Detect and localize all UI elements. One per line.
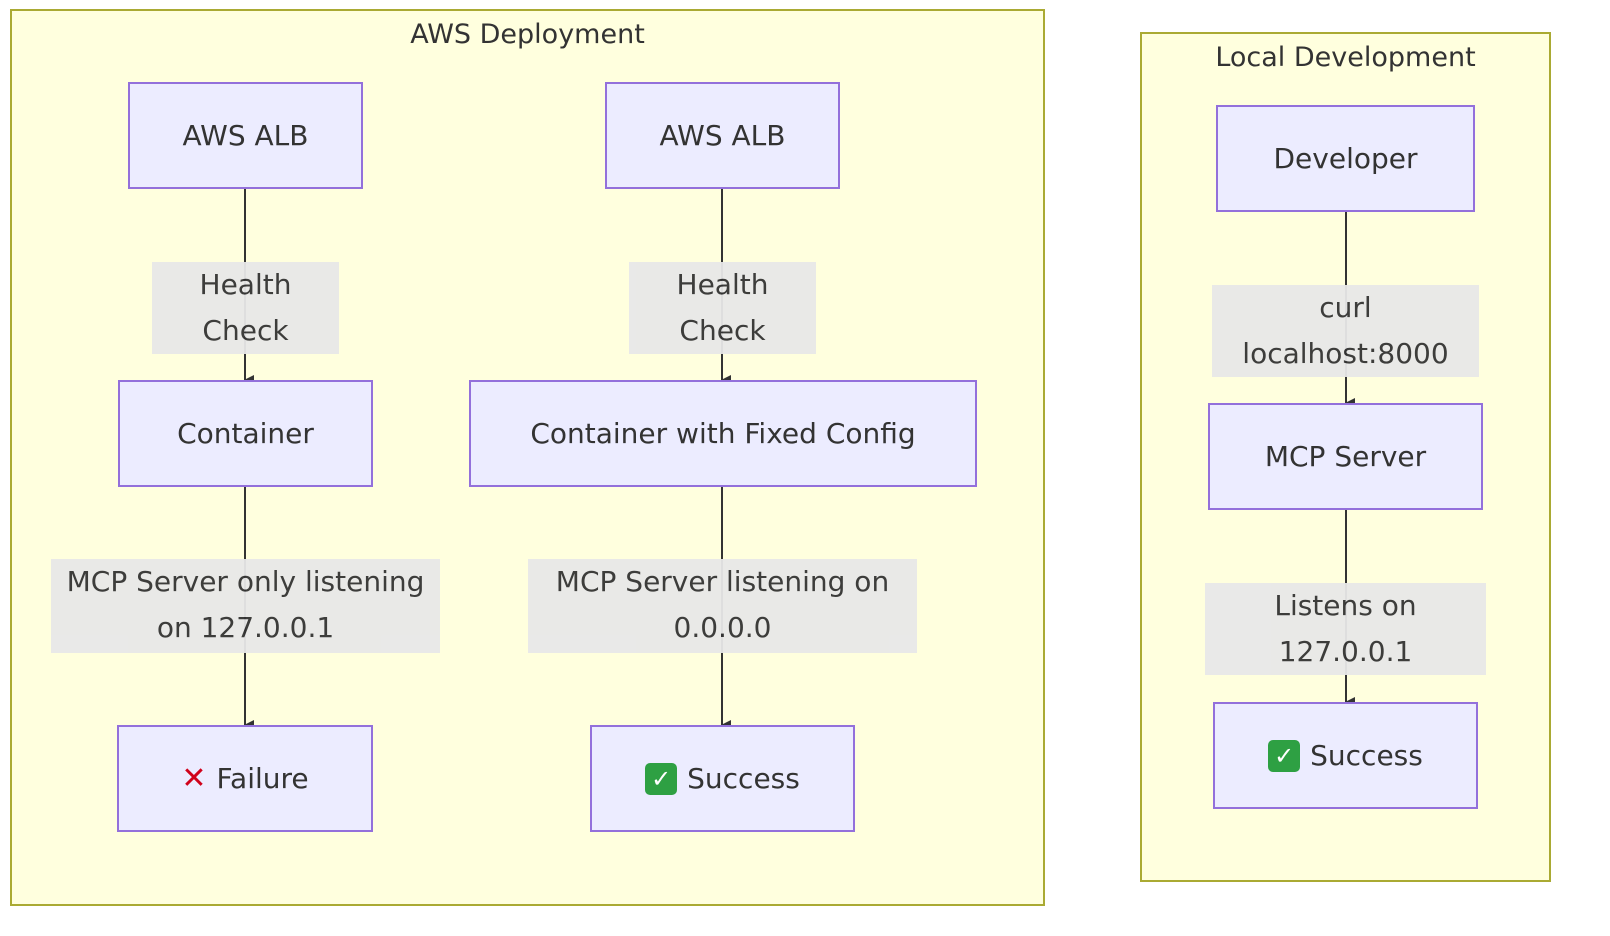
- node-label: Failure: [216, 762, 309, 795]
- edge-label-only-localhost-line2: on 127.0.0.1: [156, 611, 335, 644]
- node-aws-alb-right: AWS ALB: [605, 82, 840, 189]
- cross-mark-icon: ✕: [181, 760, 207, 796]
- edge-label-health-check-right: Health Check: [629, 262, 816, 354]
- edge-label-all-interfaces-line1: MCP Server listening on: [555, 565, 890, 598]
- node-failure: ✕ Failure: [117, 725, 373, 832]
- node-label: Container: [177, 417, 314, 450]
- edge-label-only-localhost-line1: MCP Server only listening: [66, 565, 425, 598]
- node-label: AWS ALB: [659, 119, 786, 152]
- node-label: Container with Fixed Config: [530, 417, 916, 450]
- subgraph-title-local: Local Development: [1215, 42, 1476, 73]
- edge-label-only-localhost: MCP Server only listening on 127.0.0.1: [51, 559, 440, 653]
- node-label: MCP Server: [1264, 440, 1427, 473]
- node-aws-alb-left: AWS ALB: [128, 82, 363, 189]
- edge-label-health-check-left: Health Check: [152, 262, 339, 354]
- node-success-aws: ✓ Success: [590, 725, 855, 832]
- node-container-fixed-config: Container with Fixed Config: [469, 380, 977, 487]
- edge-label-listens-on: Listens on 127.0.0.1: [1205, 583, 1486, 675]
- node-mcp-server: MCP Server: [1208, 403, 1483, 510]
- node-success-local: ✓ Success: [1213, 702, 1478, 809]
- subgraph-title-aws: AWS Deployment: [410, 19, 645, 50]
- node-label: AWS ALB: [182, 119, 309, 152]
- edge-label-all-interfaces: MCP Server listening on 0.0.0.0: [528, 559, 917, 653]
- check-mark-icon: ✓: [1268, 739, 1301, 772]
- edge-label-curl: curl localhost:8000: [1212, 285, 1479, 377]
- node-label: Developer: [1273, 142, 1418, 175]
- edge-label-all-interfaces-line2: 0.0.0.0: [673, 611, 772, 644]
- node-label: Success: [687, 762, 800, 795]
- node-container: Container: [118, 380, 373, 487]
- node-developer: Developer: [1216, 105, 1475, 212]
- check-mark-icon: ✓: [645, 762, 678, 795]
- node-label: Success: [1310, 739, 1423, 772]
